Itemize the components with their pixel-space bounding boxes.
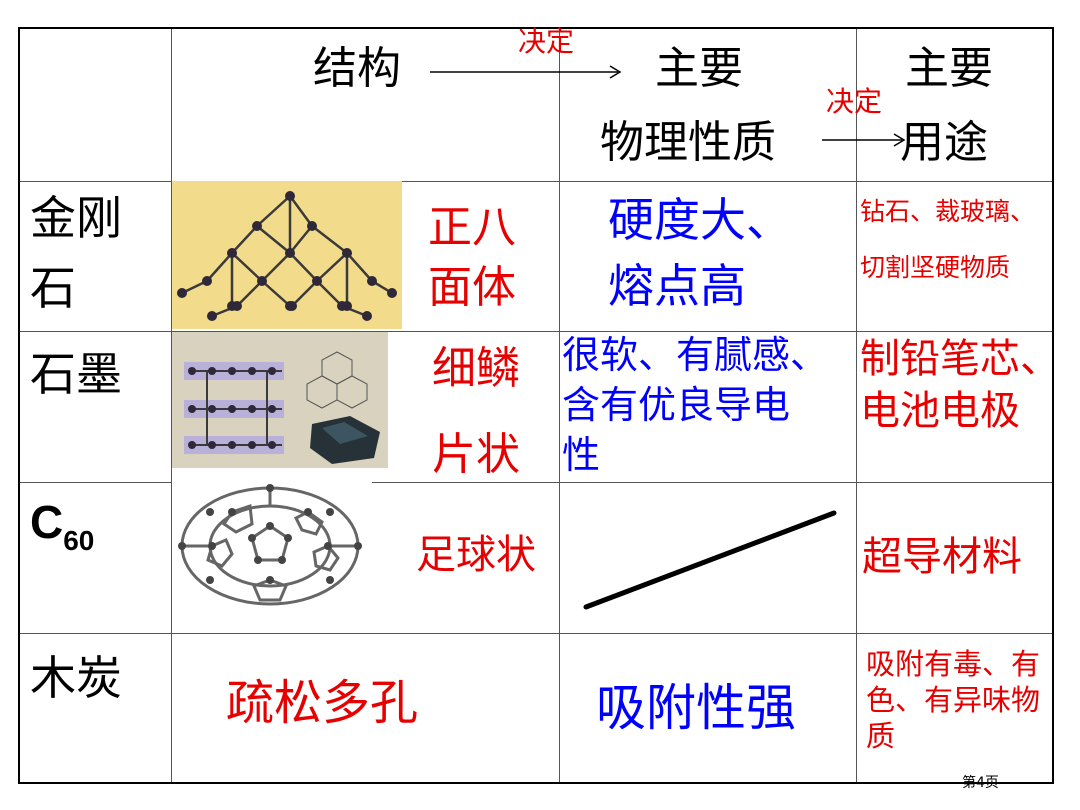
- header-decides-1: 决定: [518, 25, 575, 58]
- c60-main: C: [30, 496, 64, 548]
- diamond-use-line1: 钻石、裁玻璃、: [860, 197, 1036, 226]
- row-name-diamond-line2: 石: [30, 261, 76, 315]
- diamond-shape-line1: 正八: [428, 202, 516, 253]
- graphite-shape-line2: 片状: [432, 429, 520, 480]
- charcoal-use-line3: 质: [866, 719, 896, 753]
- column-divider: [171, 29, 172, 782]
- dash-line: [583, 510, 837, 610]
- column-divider: [559, 29, 560, 782]
- charcoal-use-line2: 色、有异味物: [866, 683, 1041, 717]
- charcoal-use-line1: 吸附有毒、有: [866, 647, 1041, 681]
- materials-table: [18, 27, 1054, 784]
- row-name-c60: C60: [30, 496, 94, 557]
- row-divider: [20, 482, 1052, 483]
- diamond-property-line1: 硬度大、: [608, 193, 792, 247]
- c60-shape: 足球状: [416, 532, 536, 578]
- graphite-property-line2: 含有优良导电: [562, 383, 791, 427]
- row-divider: [20, 181, 1052, 182]
- graphite-use-line1: 制铅笔芯、: [860, 336, 1060, 382]
- header-structure: 结构: [313, 43, 401, 94]
- column-divider: [856, 29, 857, 782]
- c60-use: 超导材料: [862, 534, 1022, 580]
- charcoal-property: 吸附性强: [596, 679, 796, 737]
- row-name-diamond-line1: 金刚: [30, 191, 122, 245]
- graphite-shape-line1: 细鳞: [432, 343, 520, 394]
- graphite-use-line2: 电池电极: [860, 388, 1020, 434]
- header-use-line2: 用途: [900, 117, 988, 168]
- arrow-icon: [822, 133, 906, 147]
- graphite-property-line1: 很软、有腻感、: [562, 333, 829, 377]
- diamond-shape-line2: 面体: [428, 262, 516, 313]
- graphite-property-line3: 性: [562, 433, 601, 477]
- diamond-structure-image: [172, 181, 402, 329]
- header-decides-2: 决定: [826, 85, 883, 118]
- row-name-graphite: 石墨: [30, 347, 122, 401]
- header-property-line2: 物理性质: [600, 117, 776, 168]
- diamond-use-line2: 切割坚硬物质: [860, 253, 1011, 282]
- arrow-icon: [430, 65, 622, 79]
- charcoal-structure: 疏松多孔: [226, 675, 419, 731]
- fullerene-structure-image: [172, 482, 372, 610]
- graphite-structure-image: [172, 332, 388, 468]
- row-divider: [20, 331, 1052, 332]
- page-number: 第4页: [962, 775, 999, 791]
- row-name-charcoal: 木炭: [30, 651, 122, 705]
- header-property-line1: 主要: [655, 43, 743, 94]
- c60-subscript: 60: [63, 525, 95, 556]
- header-use-line1: 主要: [905, 43, 993, 94]
- row-divider: [20, 633, 1052, 634]
- diamond-property-line2: 熔点高: [608, 259, 746, 313]
